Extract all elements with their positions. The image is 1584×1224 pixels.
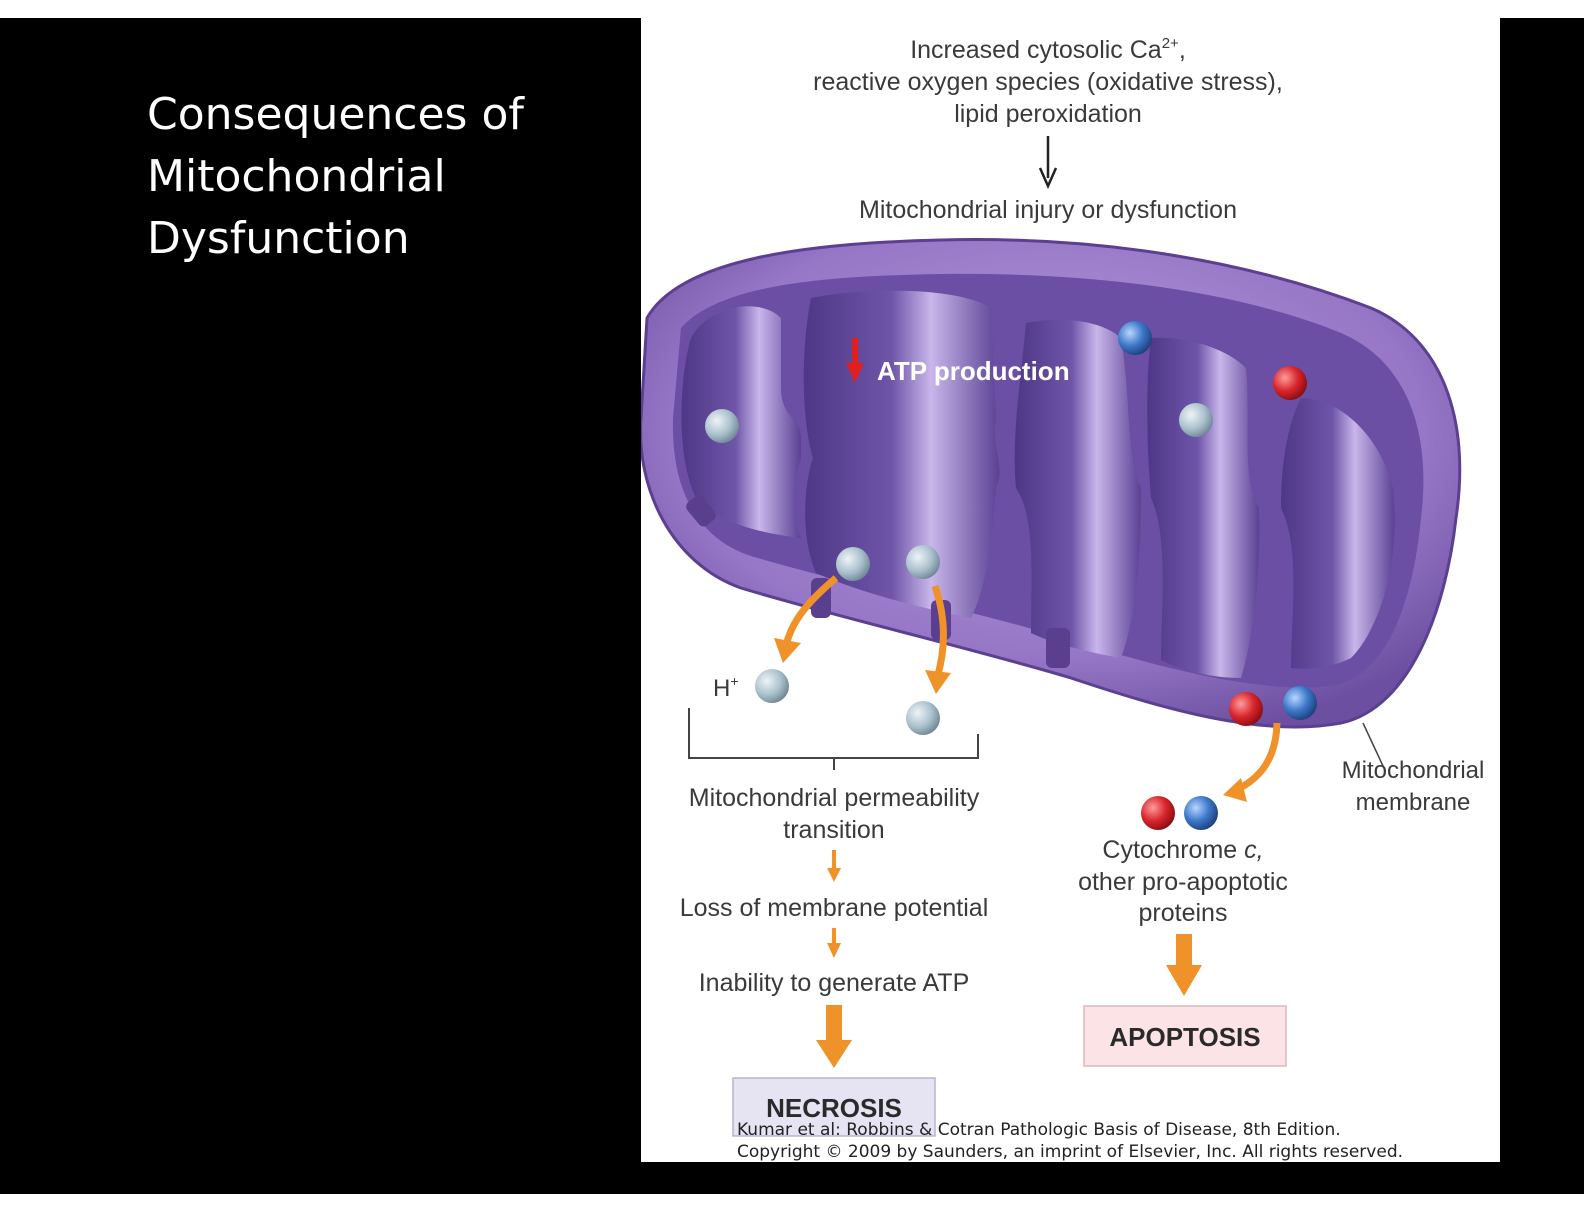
apoptosis-label: APOPTOSIS — [1109, 1022, 1260, 1052]
crista-5 — [1281, 398, 1395, 669]
trigger-text-line-3: lipid peroxidation — [954, 100, 1142, 128]
crista-2 — [803, 290, 1000, 618]
injury-arrow-head — [1038, 167, 1058, 190]
atp-down-arrow-head — [846, 363, 864, 383]
loss-potential-text: Loss of membrane potential — [680, 894, 989, 922]
credit-line-2: Copyright © 2009 by Saunders, an imprint… — [737, 1142, 1404, 1162]
crista-3 — [1014, 319, 1141, 658]
h-ion-ball — [705, 409, 739, 443]
necrosis-label: NECROSIS — [766, 1093, 902, 1123]
membrane-label-line-2: membrane — [1356, 789, 1471, 816]
slide: Consequences of Mitochondrial Dysfunctio… — [0, 18, 1584, 1194]
necrosis-arrow — [826, 1005, 842, 1045]
cytochrome-text-line-1: Cytochrome c, — [1102, 836, 1263, 864]
red-protein-ball-released — [1141, 796, 1175, 830]
h-ion-ball-released — [755, 669, 789, 703]
blue-protein-ball — [1118, 321, 1152, 355]
slide-title: Consequences of Mitochondrial Dysfunctio… — [147, 84, 607, 270]
inability-atp-text: Inability to generate ATP — [699, 969, 970, 997]
h-ion-label: H+ — [713, 673, 739, 702]
title-line-3: Dysfunction — [147, 213, 410, 264]
apoptosis-arrow — [1176, 934, 1192, 970]
h-ion-ball-released — [906, 701, 940, 735]
atp-production-label: ATP production — [877, 356, 1070, 386]
mitochondria-figure: Increased cytosolic Ca2+, reactive oxyge… — [641, 18, 1500, 1162]
mpt-text-line-1: Mitochondrial permeability — [689, 784, 980, 812]
cytochrome-text-line-2: other pro-apoptotic — [1078, 868, 1288, 896]
blue-protein-ball — [1283, 686, 1317, 720]
h-ion-release-arrow-2 — [931, 584, 947, 680]
credit-line-1: Kumar et al: Robbins & Cotran Pathologic… — [737, 1120, 1341, 1140]
membrane-pointer — [1362, 722, 1384, 767]
apoptosis-box — [1083, 1005, 1287, 1067]
mitochondria-diagram: Increased cytosolic Ca2+, reactive oxyge… — [641, 35, 1485, 1137]
necrosis-box — [732, 1077, 936, 1137]
crista-4 — [1147, 337, 1260, 678]
cytochrome-text-line-3: proteins — [1139, 899, 1228, 927]
cytochrome-release-arrow — [1234, 722, 1281, 794]
red-protein-ball — [1273, 366, 1307, 400]
h-ion-ball — [906, 545, 940, 579]
injury-text: Mitochondrial injury or dysfunction — [859, 196, 1237, 224]
title-line-2: Mitochondrial — [147, 151, 446, 202]
h-ion-ball — [1179, 403, 1213, 437]
red-protein-ball — [1229, 692, 1263, 726]
title-line-1: Consequences of — [147, 89, 524, 140]
blue-protein-ball-released — [1184, 796, 1218, 830]
trigger-text-line-1: Increased cytosolic Ca2+, — [910, 35, 1186, 64]
h-ion-ball — [836, 547, 870, 581]
h-ion-release-arrow-1 — [782, 575, 839, 647]
mitochondrion — [641, 238, 1462, 729]
crista-1 — [681, 306, 801, 538]
mpt-text-line-2: transition — [783, 816, 884, 844]
trigger-text-line-2: reactive oxygen species (oxidative stres… — [813, 68, 1283, 96]
membrane-label-line-1: Mitochondrial — [1342, 757, 1485, 784]
